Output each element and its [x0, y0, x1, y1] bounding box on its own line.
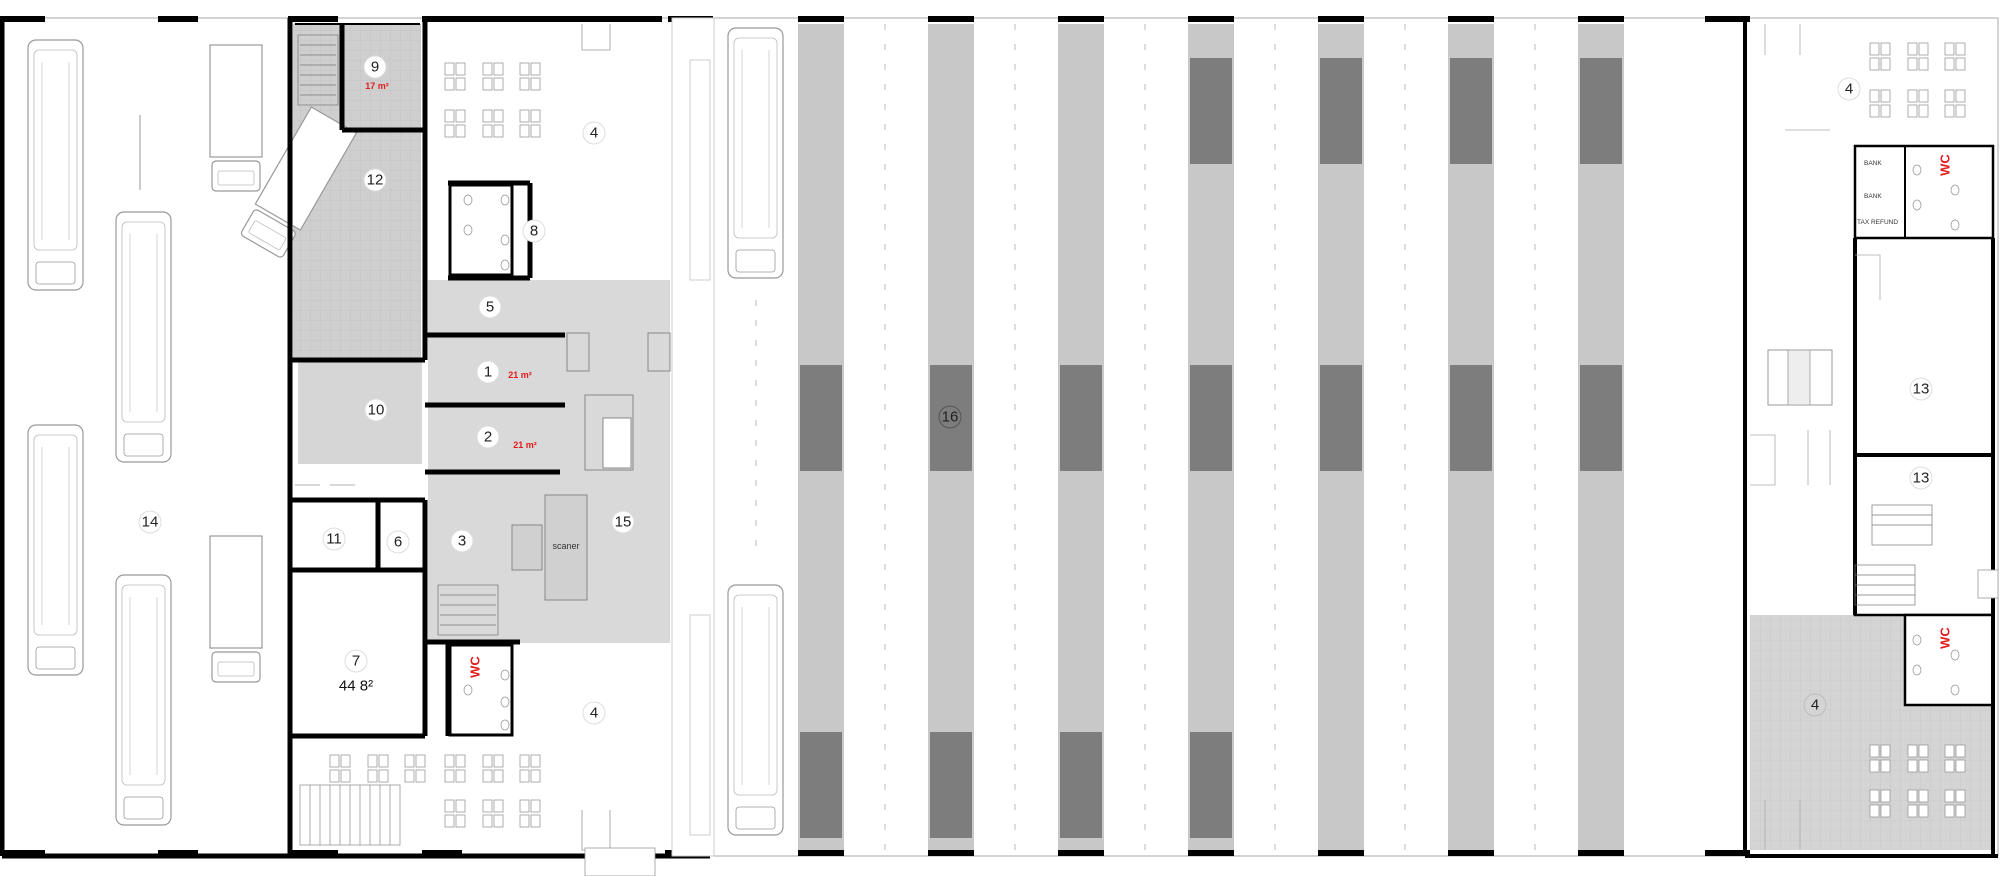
room-7-number: 7 — [352, 653, 360, 670]
tax-refund-label: TAX REFUND — [1857, 219, 1898, 226]
wc-label-east-bottom: WC — [1938, 627, 1953, 649]
room-11-number: 11 — [326, 531, 342, 548]
room-5-number: 5 — [486, 299, 494, 316]
room-13-number-a: 13 — [1913, 381, 1930, 398]
room-8-number: 8 — [530, 223, 538, 240]
room-2-number: 2 — [484, 429, 492, 446]
wc-label-west: WC — [468, 656, 483, 678]
room-3-number: 3 — [458, 533, 466, 550]
bank-label-1: BANK — [1864, 160, 1882, 167]
room-14-number: 14 — [142, 514, 159, 531]
room-7-area: 44 8² — [339, 678, 373, 695]
room-9-number: 9 — [371, 59, 379, 76]
room-13-number-b: 13 — [1913, 470, 1930, 487]
room-4-number-east-top: 4 — [1845, 81, 1853, 98]
room-4-number-west-bottom: 4 — [590, 705, 598, 722]
room-9-area: 17 m² — [365, 81, 389, 91]
room-1-area: 21 m² — [508, 370, 532, 380]
room-15-number: 15 — [615, 514, 632, 531]
room-6-number: 6 — [394, 534, 402, 551]
bank-label-2: BANK — [1864, 193, 1882, 200]
wc-label-east-top: WC — [1938, 154, 1953, 176]
room-2-area: 21 m² — [513, 440, 537, 450]
room-1-number: 1 — [484, 364, 492, 381]
room-4-number-west-top: 4 — [590, 125, 598, 142]
room-10-number: 10 — [368, 402, 385, 419]
room-12-number: 12 — [367, 172, 384, 189]
zone-10 — [298, 360, 422, 464]
scanner-label: scaner — [552, 541, 579, 551]
room-16-number: 16 — [942, 409, 959, 426]
room-4-number-east-bottom: 4 — [1811, 697, 1819, 714]
